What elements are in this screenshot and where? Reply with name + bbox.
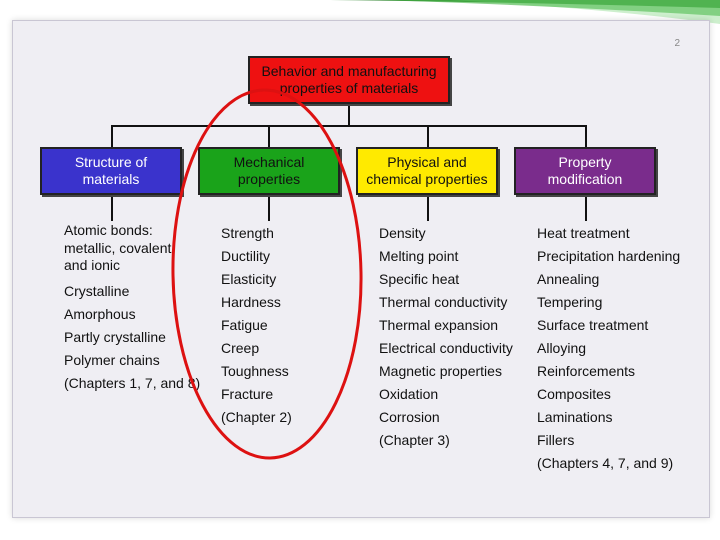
- list-item: Crystalline: [64, 280, 200, 303]
- category-structure-label: Structure of materials: [75, 154, 147, 188]
- list-item: Specific heat: [379, 268, 513, 291]
- list-item: Laminations: [537, 406, 680, 429]
- list-item: Magnetic properties: [379, 360, 513, 383]
- connector-modification: [585, 125, 587, 148]
- root-label: Behavior and manufacturing properties of…: [261, 63, 436, 97]
- structure-items-list: Atomic bonds: metallic, covalent and ion…: [64, 222, 200, 395]
- category-structure-box: Structure of materials: [40, 147, 182, 195]
- connector-structure: [111, 125, 113, 148]
- list-item: Thermal conductivity: [379, 291, 513, 314]
- list-item: Annealing: [537, 268, 680, 291]
- list-item: Polymer chains: [64, 349, 200, 372]
- list-item: Density: [379, 222, 513, 245]
- list-item: Fatigue: [221, 314, 292, 337]
- stem-modification: [585, 195, 587, 221]
- list-item: Electrical conductivity: [379, 337, 513, 360]
- list-item: (Chapters 4, 7, and 9): [537, 452, 680, 475]
- category-modification-box: Property modification: [514, 147, 656, 195]
- list-item: Hardness: [221, 291, 292, 314]
- list-item: Elasticity: [221, 268, 292, 291]
- list-item: Strength: [221, 222, 292, 245]
- category-mechanical-box: Mechanical properties: [198, 147, 340, 195]
- category-physical-box: Physical and chemical properties: [356, 147, 498, 195]
- list-item: Corrosion: [379, 406, 513, 429]
- connector-root-down: [348, 104, 350, 126]
- list-item: Oxidation: [379, 383, 513, 406]
- list-item: Ductility: [221, 245, 292, 268]
- list-item: Fillers: [537, 429, 680, 452]
- list-item: Amorphous: [64, 303, 200, 326]
- connector-horizontal: [111, 125, 587, 127]
- connector-physical: [427, 125, 429, 148]
- connector-mechanical: [268, 125, 270, 148]
- list-item: Partly crystalline: [64, 326, 200, 349]
- list-item: (Chapter 2): [221, 406, 292, 429]
- list-item: Fracture: [221, 383, 292, 406]
- stem-physical: [427, 195, 429, 221]
- list-item: metallic, covalent: [64, 240, 200, 258]
- category-modification-label: Property modification: [548, 154, 623, 188]
- mechanical-items-list: Strength Ductility Elasticity Hardness F…: [221, 222, 292, 429]
- list-item: Heat treatment: [537, 222, 680, 245]
- list-item: Thermal expansion: [379, 314, 513, 337]
- stem-structure: [111, 195, 113, 221]
- list-item: Atomic bonds:: [64, 222, 200, 240]
- list-item: Composites: [537, 383, 680, 406]
- page-number: 2: [650, 38, 680, 49]
- list-item: (Chapters 1, 7, and 8): [64, 372, 200, 395]
- list-item: Creep: [221, 337, 292, 360]
- physical-items-list: Density Melting point Specific heat Ther…: [379, 222, 513, 452]
- list-item: (Chapter 3): [379, 429, 513, 452]
- modification-items-list: Heat treatment Precipitation hardening A…: [537, 222, 680, 475]
- list-item: Precipitation hardening: [537, 245, 680, 268]
- stem-mechanical: [268, 195, 270, 221]
- list-item: Toughness: [221, 360, 292, 383]
- list-item: Surface treatment: [537, 314, 680, 337]
- list-item: Reinforcements: [537, 360, 680, 383]
- list-item: Alloying: [537, 337, 680, 360]
- list-item: Tempering: [537, 291, 680, 314]
- root-box: Behavior and manufacturing properties of…: [248, 56, 450, 104]
- category-mechanical-label: Mechanical properties: [234, 154, 305, 188]
- category-physical-label: Physical and chemical properties: [366, 154, 487, 188]
- list-item: Melting point: [379, 245, 513, 268]
- list-item: and ionic: [64, 257, 200, 275]
